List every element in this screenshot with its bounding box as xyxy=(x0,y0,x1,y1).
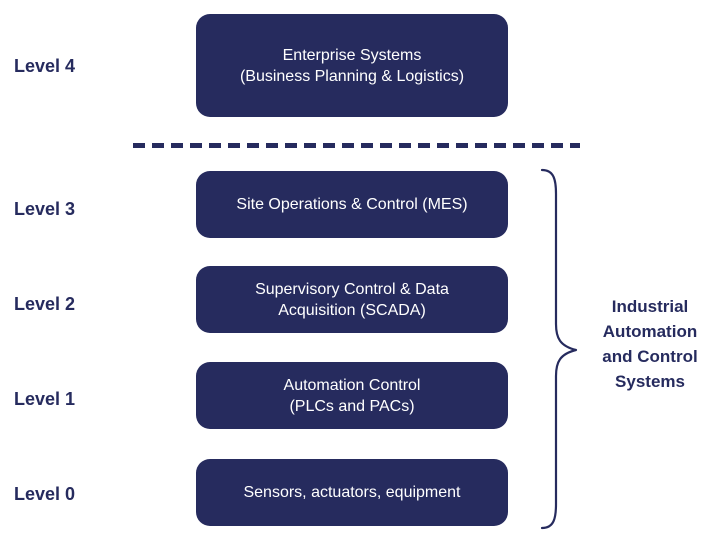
curly-brace-icon xyxy=(540,168,578,530)
iacs-group-label: Industrial Automation and Control System… xyxy=(586,294,714,394)
level-2-label: Level 2 xyxy=(14,294,76,314)
box-line: Acquisition (SCADA) xyxy=(278,301,426,319)
level-4-label: Level 4 xyxy=(14,56,76,76)
box-line: Automation Control xyxy=(283,376,421,394)
enterprise-systems-box: Enterprise Systems (Business Planning & … xyxy=(196,14,508,117)
level-1-label: Level 1 xyxy=(14,389,76,409)
group-label-line: and Control xyxy=(602,347,698,366)
box-line: (Business Planning & Logistics) xyxy=(239,67,465,85)
box-line: Site Operations & Control (MES) xyxy=(236,196,468,213)
group-label-line: Systems xyxy=(615,372,685,391)
dashed-divider xyxy=(133,143,580,148)
level-3-label: Level 3 xyxy=(14,199,76,219)
site-operations-box: Site Operations & Control (MES) xyxy=(196,171,508,238)
box-line: Supervisory Control & Data xyxy=(255,280,449,298)
automation-control-box: Automation Control (PLCs and PACs) xyxy=(196,362,508,429)
level-0-label: Level 0 xyxy=(14,484,76,504)
sensors-box: Sensors, actuators, equipment xyxy=(196,459,508,526)
group-label-line: Industrial xyxy=(611,297,689,316)
box-line: Sensors, actuators, equipment xyxy=(243,484,461,501)
box-line: Enterprise Systems xyxy=(282,46,422,64)
group-label-line: Automation xyxy=(602,322,698,341)
box-line: (PLCs and PACs) xyxy=(289,397,415,415)
scada-box: Supervisory Control & Data Acquisition (… xyxy=(196,266,508,333)
